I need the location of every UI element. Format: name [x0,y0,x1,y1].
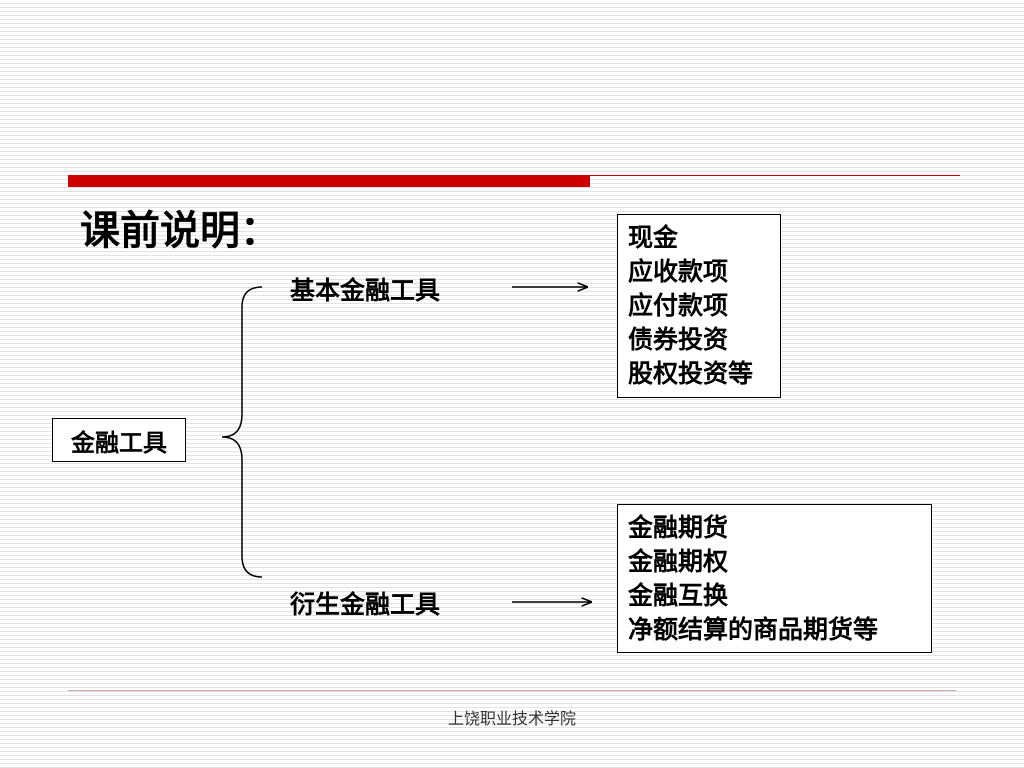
title-accent-bar [68,175,590,187]
derivative-instruments-label: 衍生金融工具 [290,590,441,619]
list-item: 债券投资 [628,325,729,354]
basic-instruments-label: 基本金融工具 [290,276,441,305]
list-item: 金融互换 [628,581,729,610]
title-accent-line [590,175,960,176]
list-item: 股权投资等 [628,359,754,388]
list-item: 应付款项 [628,291,729,320]
list-item: 金融期货 [628,513,729,542]
list-item: 金融期权 [628,547,729,576]
list-item: 应收款项 [628,257,729,286]
slide-title: 课前说明： [80,208,280,254]
footer-text: 上饶职业技术学院 [447,709,576,728]
basic-instruments-list: 现金 应收款项 应付款项 债券投资 股权投资等 [617,214,781,398]
footer-divider [68,690,956,691]
list-item: 净额结算的商品期货等 [628,615,879,644]
list-item: 现金 [628,223,679,252]
root-node-box: 金融工具 [52,418,186,462]
derivative-instruments-list: 金融期货 金融期权 金融互换 净额结算的商品期货等 [617,504,932,653]
brace-shape [221,286,263,578]
root-node-label: 金融工具 [71,428,167,457]
